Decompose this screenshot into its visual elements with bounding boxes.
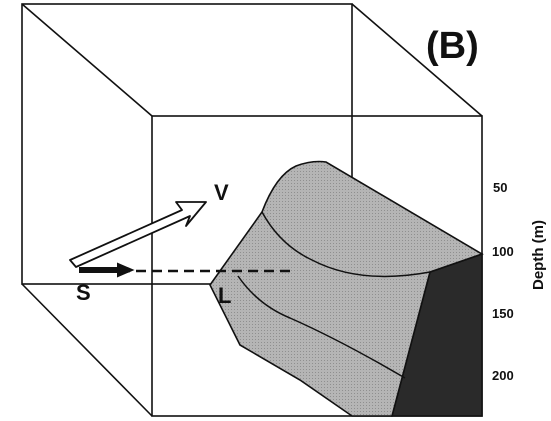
depth-ticks: 50 100 150 200 (492, 180, 514, 383)
panel-label: (B) (426, 25, 479, 67)
box-back-edges (21, 3, 353, 285)
edge-top-left (21, 3, 153, 117)
back-face (21, 3, 353, 285)
depth-tick-150: 150 (492, 306, 514, 321)
v-arrow (69, 201, 207, 268)
depth-tick-50: 50 (493, 180, 507, 195)
sediment-body (209, 160, 484, 417)
label-v: V (214, 180, 229, 205)
layer-boundary-1 (261, 211, 431, 278)
layer-boundary-2 (237, 275, 406, 379)
depth-tick-100: 100 (492, 244, 514, 259)
s-arrow (79, 262, 135, 278)
label-s: S (76, 280, 91, 305)
depth-axis-title: Depth (m) (530, 220, 547, 290)
depth-tick-200: 200 (492, 368, 514, 383)
label-l: L (218, 283, 231, 308)
edge-bottom-left (21, 283, 153, 417)
edge-top-right (351, 3, 483, 117)
